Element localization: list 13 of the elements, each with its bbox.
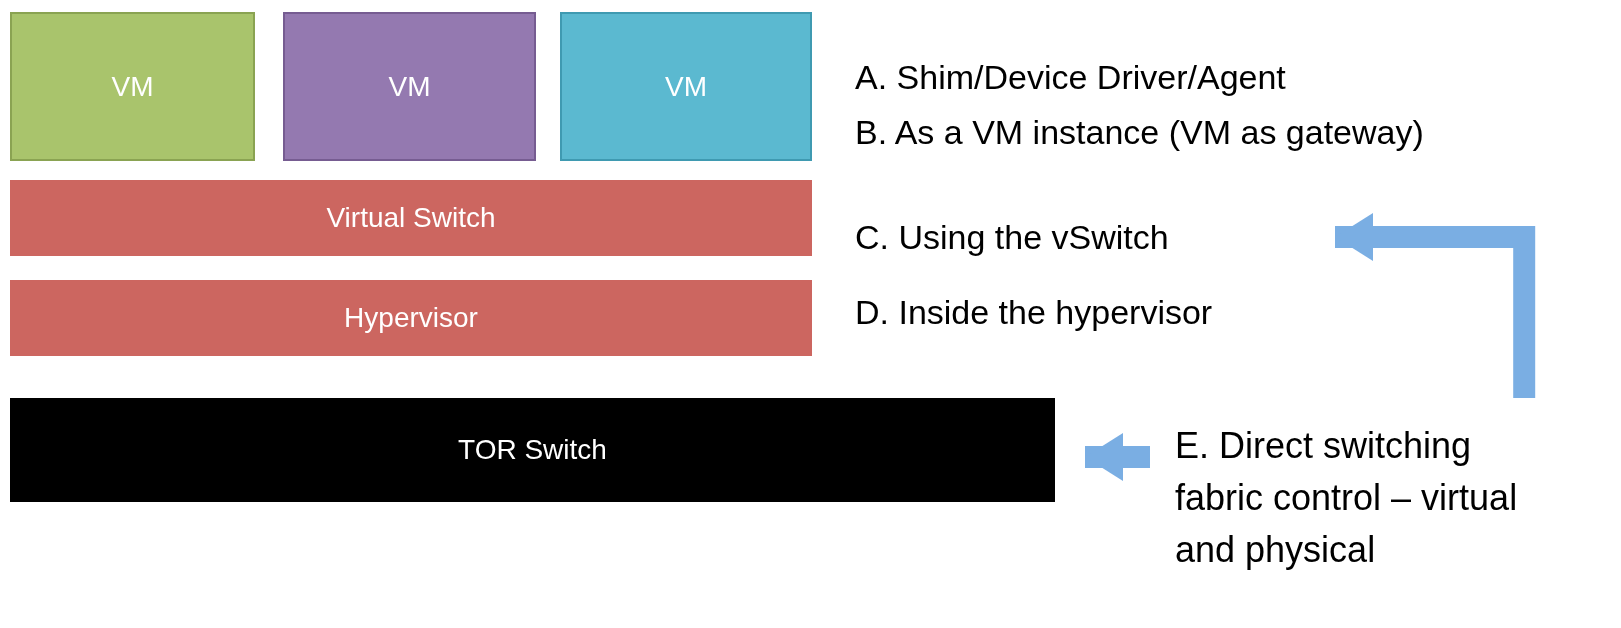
option-text: D. Inside the hypervisor — [855, 292, 1213, 333]
vm-box: VM — [560, 12, 812, 161]
option-text: A. Shim/Device Driver/Agent — [855, 57, 1286, 98]
option-text: B. As a VM instance (VM as gateway) — [855, 112, 1424, 153]
vm-box: VM — [283, 12, 536, 161]
tor-switch-bar: TOR Switch — [10, 398, 1055, 502]
hypervisor-bar: Hypervisor — [10, 280, 812, 356]
vm-box: VM — [10, 12, 255, 161]
block-arrow — [1335, 213, 1536, 398]
virtual-switch-bar: Virtual Switch — [10, 180, 812, 256]
option-text: E. Direct switching fabric control – virtual and physical — [1175, 420, 1535, 625]
block-arrow — [1085, 433, 1150, 481]
option-text: C. Using the vSwitch — [855, 212, 1305, 262]
